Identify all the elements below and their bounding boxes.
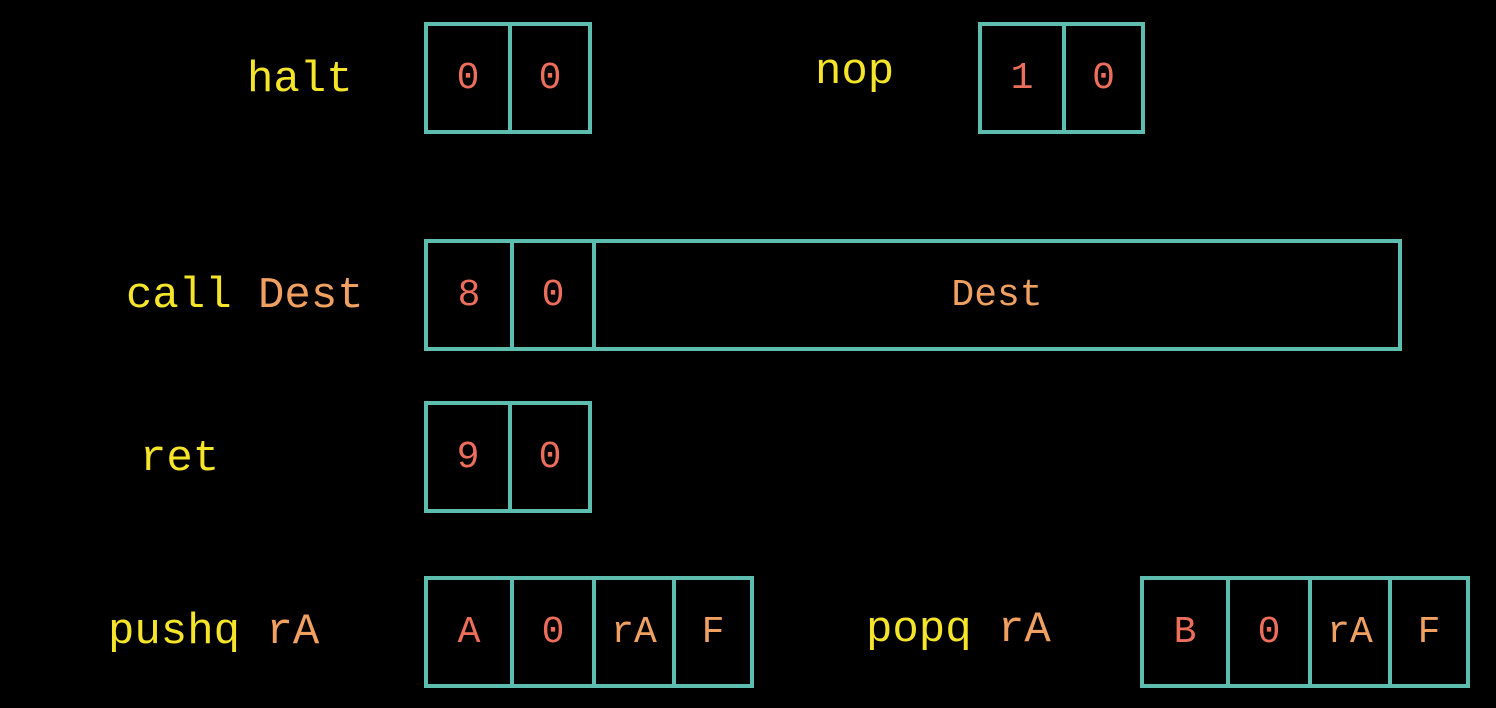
pushq-mnemonic: pushq: [108, 607, 241, 657]
popq-mnemonic: popq: [866, 605, 972, 655]
halt-encoding: 0 0: [424, 22, 592, 134]
popq-reg-b: F: [1388, 580, 1466, 684]
ret-mnemonic: ret: [140, 434, 220, 484]
pushq-byte-0-lo: 0: [510, 580, 592, 684]
pushq-label: pushq rA: [108, 610, 319, 654]
pushq-byte-0-hi: A: [457, 610, 481, 654]
popq-encoding: B 0 rA F: [1140, 576, 1470, 688]
halt-byte-0-hi: 0: [456, 56, 480, 100]
halt-byte-0-lo: 0: [507, 26, 588, 130]
popq-byte-0-hi: B: [1173, 610, 1197, 654]
call-label: call Dest: [126, 274, 364, 318]
halt-label: halt: [247, 58, 353, 102]
popq-byte-0-lo: 0: [1226, 580, 1308, 684]
call-mnemonic: call: [126, 271, 232, 321]
call-dest-field: Dest: [592, 243, 1398, 347]
ret-byte-0-hi: 9: [456, 435, 480, 479]
ret-byte-0-lo: 0: [507, 405, 588, 509]
pushq-reg-a: rA: [592, 580, 672, 684]
nop-encoding: 1 0: [978, 22, 1145, 134]
popq-operand: rA: [998, 605, 1051, 655]
pushq-encoding: A 0 rA F: [424, 576, 754, 688]
ret-encoding: 9 0: [424, 401, 592, 513]
popq-label: popq rA: [866, 608, 1051, 652]
pushq-operand: rA: [266, 607, 320, 657]
nop-byte-0-hi: 1: [1010, 56, 1034, 100]
call-encoding: 8 0 Dest: [424, 239, 1402, 351]
nop-label: nop: [815, 50, 894, 94]
popq-reg-a: rA: [1308, 580, 1388, 684]
ret-label: ret: [140, 437, 219, 481]
nop-mnemonic: nop: [815, 47, 895, 97]
halt-mnemonic: halt: [247, 55, 353, 105]
call-byte-0-hi: 8: [457, 273, 481, 317]
nop-byte-0-lo: 0: [1061, 26, 1141, 130]
pushq-reg-b: F: [672, 580, 750, 684]
call-operand: Dest: [258, 271, 364, 321]
call-byte-0-lo: 0: [510, 243, 592, 347]
